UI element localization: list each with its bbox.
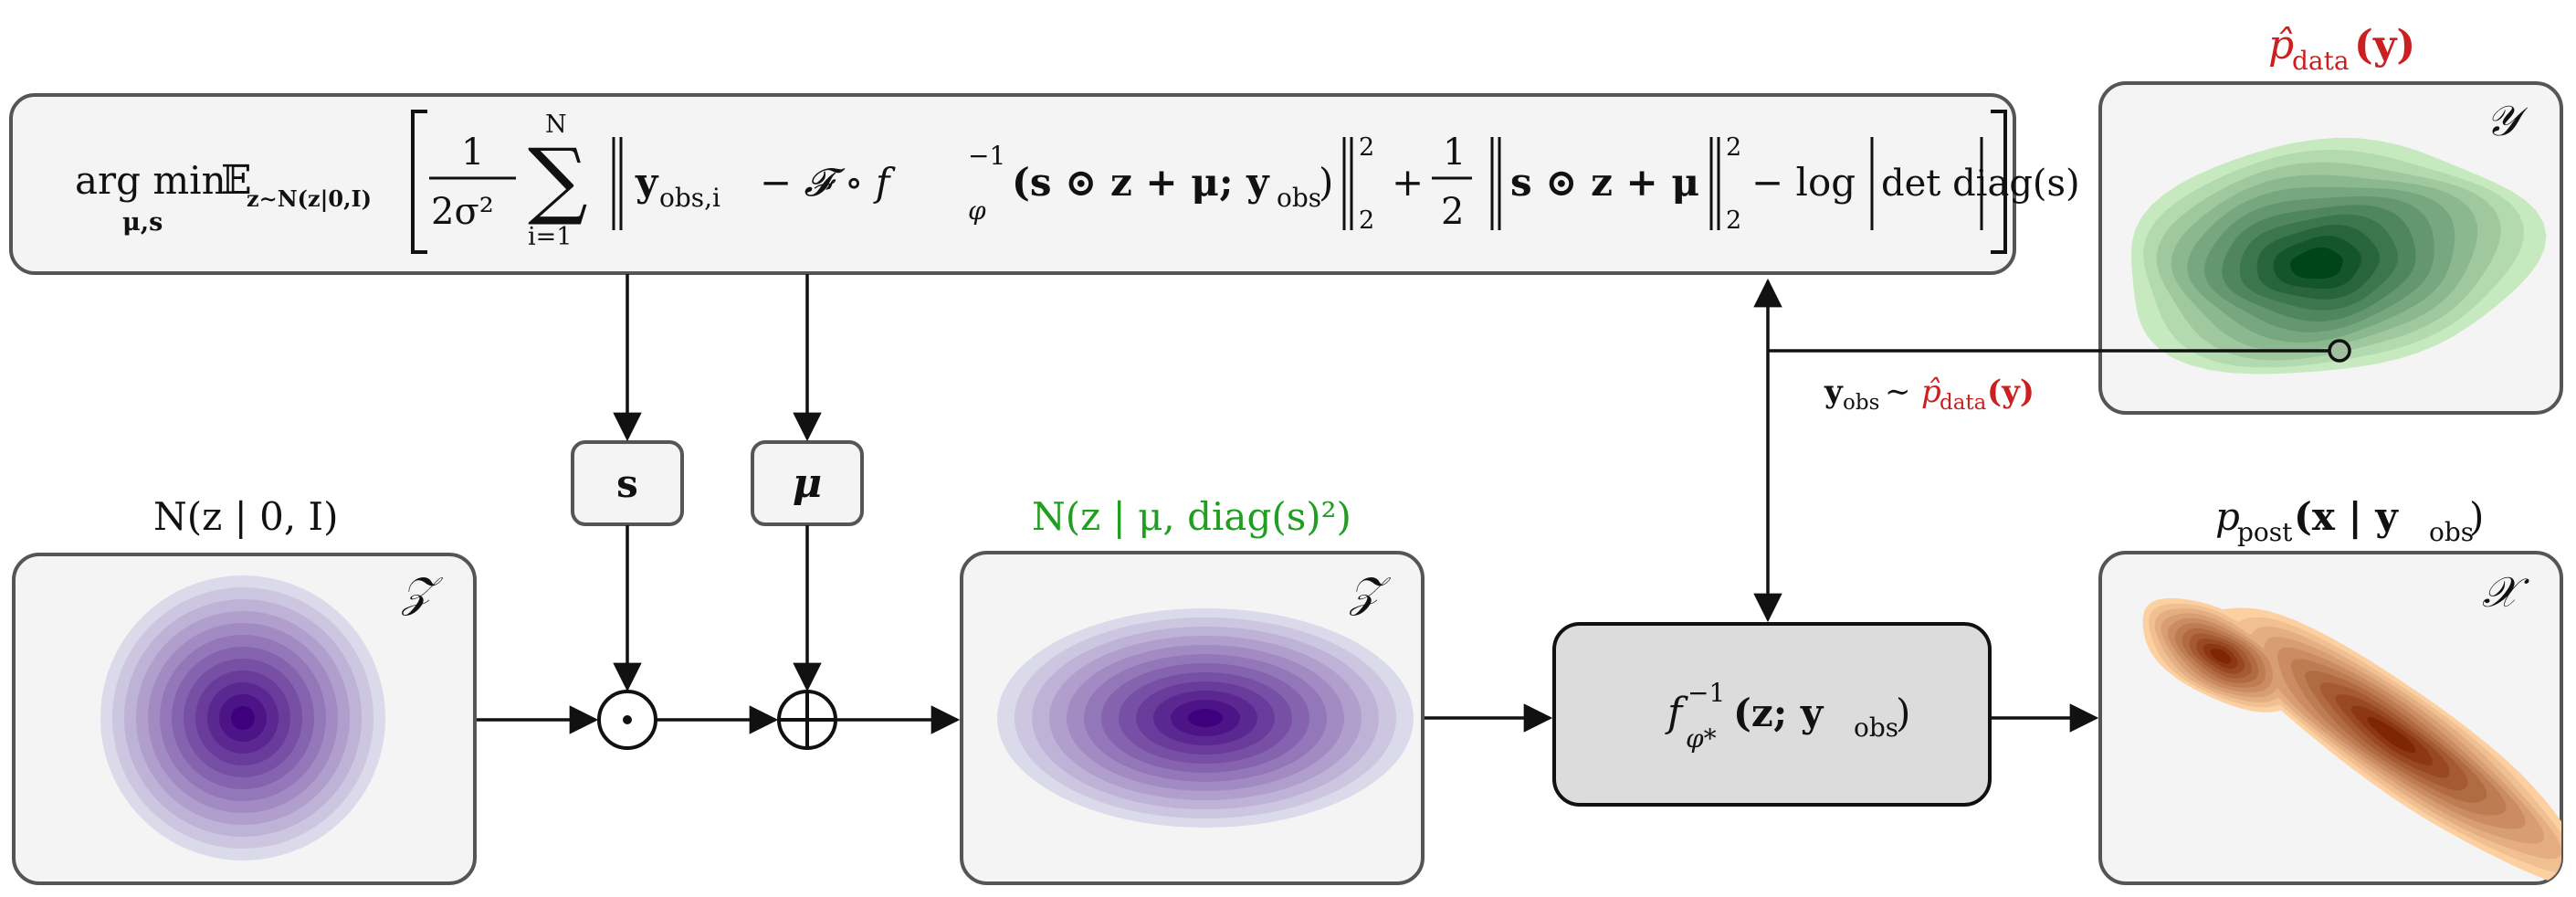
- argmin-subscript: μ,s: [122, 208, 163, 237]
- frac2-numerator: 1: [1443, 132, 1466, 174]
- posterior-x-contour-11-2: [2210, 649, 2232, 664]
- norm2-body: s ⊙ z + μ: [1510, 160, 1699, 205]
- posterior-x-contour-11-1: [2367, 717, 2416, 754]
- norm1-sup: 2: [1359, 133, 1374, 162]
- sample-point: [2328, 339, 2351, 363]
- prior-title: N(z | 0, I): [153, 494, 339, 539]
- param-mu-box: μ: [751, 440, 864, 526]
- plus-operator: [777, 690, 837, 750]
- flow-close: ): [1896, 691, 1910, 735]
- frac1-denominator: 2σ²: [431, 191, 494, 233]
- flow-arg: (z; y: [1733, 691, 1824, 735]
- posterior-latent-density: [997, 608, 1414, 828]
- frac2-denominator: 2: [1441, 191, 1464, 233]
- flow-box: f −1 φ* (z; y obs ): [1552, 622, 1992, 807]
- posterior-x-title: p post (x | y obs ): [2215, 494, 2484, 547]
- sum-upper: N: [545, 111, 567, 139]
- x-title-arg: (x | y: [2294, 494, 2399, 539]
- norm1-argument: (s ⊙ z + μ; y: [1012, 160, 1270, 205]
- posterior-latent-contour-12: [1188, 709, 1223, 727]
- norm1-sub: 2: [1359, 206, 1374, 235]
- posterior-latent-title: N(z | μ, diag(s)²): [1032, 494, 1351, 539]
- expectation-subscript: z∼N(z|0,I): [247, 185, 372, 212]
- data-space-box: 𝒴: [2098, 81, 2563, 415]
- norm2-sub: 2: [1726, 206, 1741, 235]
- param-s-box: s: [571, 440, 684, 526]
- data-space-title: p̂ data (y): [2268, 22, 2415, 76]
- sample-y: y: [1824, 374, 1844, 410]
- norm1-argument-close: ): [1319, 160, 1333, 205]
- norm1-y: y: [635, 160, 659, 205]
- norm1-argument-sub: obs: [1277, 183, 1321, 213]
- data-contour-11-1: [2290, 247, 2343, 280]
- param-mu-label: μ: [793, 460, 822, 507]
- norm1-forward: − 𝓕 ∘ f: [760, 160, 896, 205]
- hadamard-operator: [597, 690, 657, 750]
- argmin-text: arg min: [75, 158, 226, 203]
- posterior-x-box: 𝒳: [2098, 551, 2563, 885]
- x-title-arg-sub: obs: [2429, 517, 2474, 547]
- left-bracket: [411, 110, 427, 254]
- flow-inverse-sub: φ: [968, 195, 986, 226]
- norm1-y-sub: obs,i: [659, 183, 720, 213]
- data-title-sub: data: [2292, 46, 2350, 76]
- connectors: [477, 274, 2338, 734]
- flow-sup: −1: [1688, 678, 1725, 708]
- sample-p-arg: (y): [1987, 374, 2035, 410]
- right-bracket: [1991, 110, 2007, 254]
- minus-log: − log: [1751, 160, 1856, 205]
- posterior-x-density: [2142, 597, 2561, 883]
- objective-box: arg min μ,s 𝔼 z∼N(z|0,I) 1 2σ² N ∑ i=1 y…: [9, 93, 2080, 275]
- x-title-p: p: [2215, 494, 2240, 539]
- x-title-close: ): [2469, 494, 2484, 539]
- sample-p-sub: data: [1940, 391, 1987, 415]
- plus-sign: +: [1392, 160, 1424, 205]
- sample-p: p̂: [1921, 374, 1941, 410]
- expectation-symbol: 𝔼: [221, 157, 252, 204]
- param-s-label: s: [616, 461, 638, 506]
- data-title-p: p̂: [2268, 22, 2294, 69]
- posterior-latent-box: 𝒵: [960, 551, 1425, 885]
- flow-inverse-sup: −1: [968, 141, 1005, 171]
- data-density: [2130, 137, 2547, 375]
- flow-sub: φ*: [1686, 723, 1717, 754]
- sum-lower: i=1: [528, 223, 572, 251]
- frac1-numerator: 1: [461, 132, 484, 174]
- sample-sim: ∼: [1885, 374, 1911, 410]
- prior-density: [100, 575, 385, 860]
- sum-symbol: ∑: [528, 131, 588, 228]
- norm2-sup: 2: [1726, 133, 1741, 162]
- x-title-sub: post: [2237, 517, 2293, 547]
- data-title-arg: (y): [2354, 22, 2415, 69]
- sample-label: y obs ∼ p̂ data (y): [1824, 374, 2035, 415]
- flow-arg-sub: obs: [1854, 712, 1898, 743]
- sample-y-sub: obs: [1843, 391, 1879, 415]
- prior-latent-box: 𝒵: [12, 553, 477, 885]
- prior-contour-12: [231, 706, 255, 730]
